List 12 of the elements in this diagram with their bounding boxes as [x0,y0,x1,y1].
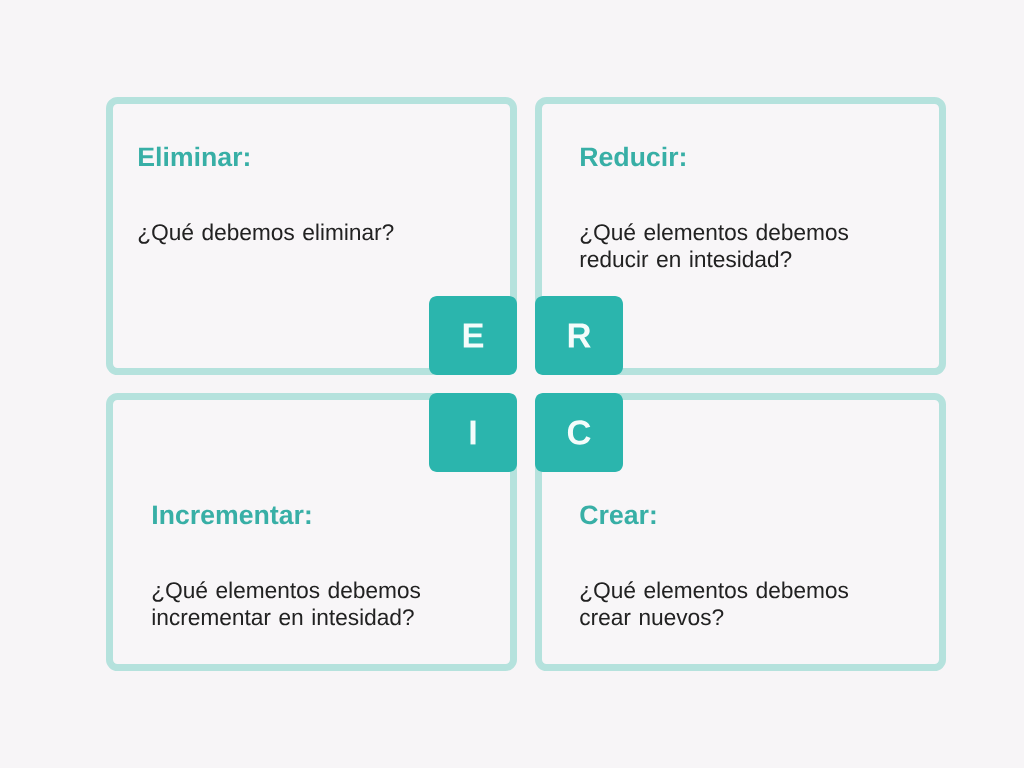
question-text: ¿Qué elementos debemos reducir en intesidad? [580,223,849,268]
question-text: ¿Qué debemos eliminar? [138,223,394,245]
letter-tile: E [429,296,517,375]
heading: Eliminar: [139,146,249,167]
letter-tile: R [535,296,623,375]
letter-tile: I [429,393,517,472]
heading: Reducir: [581,146,685,167]
question-text: ¿Qué elementos debemos incrementar en intesidad? [152,581,421,626]
heading: Incrementar: [153,505,311,525]
letter-tile: C [535,393,623,472]
question-text: ¿Qué elementos debemos crear nuevos? [580,581,849,626]
heading: Crear: [580,505,656,525]
